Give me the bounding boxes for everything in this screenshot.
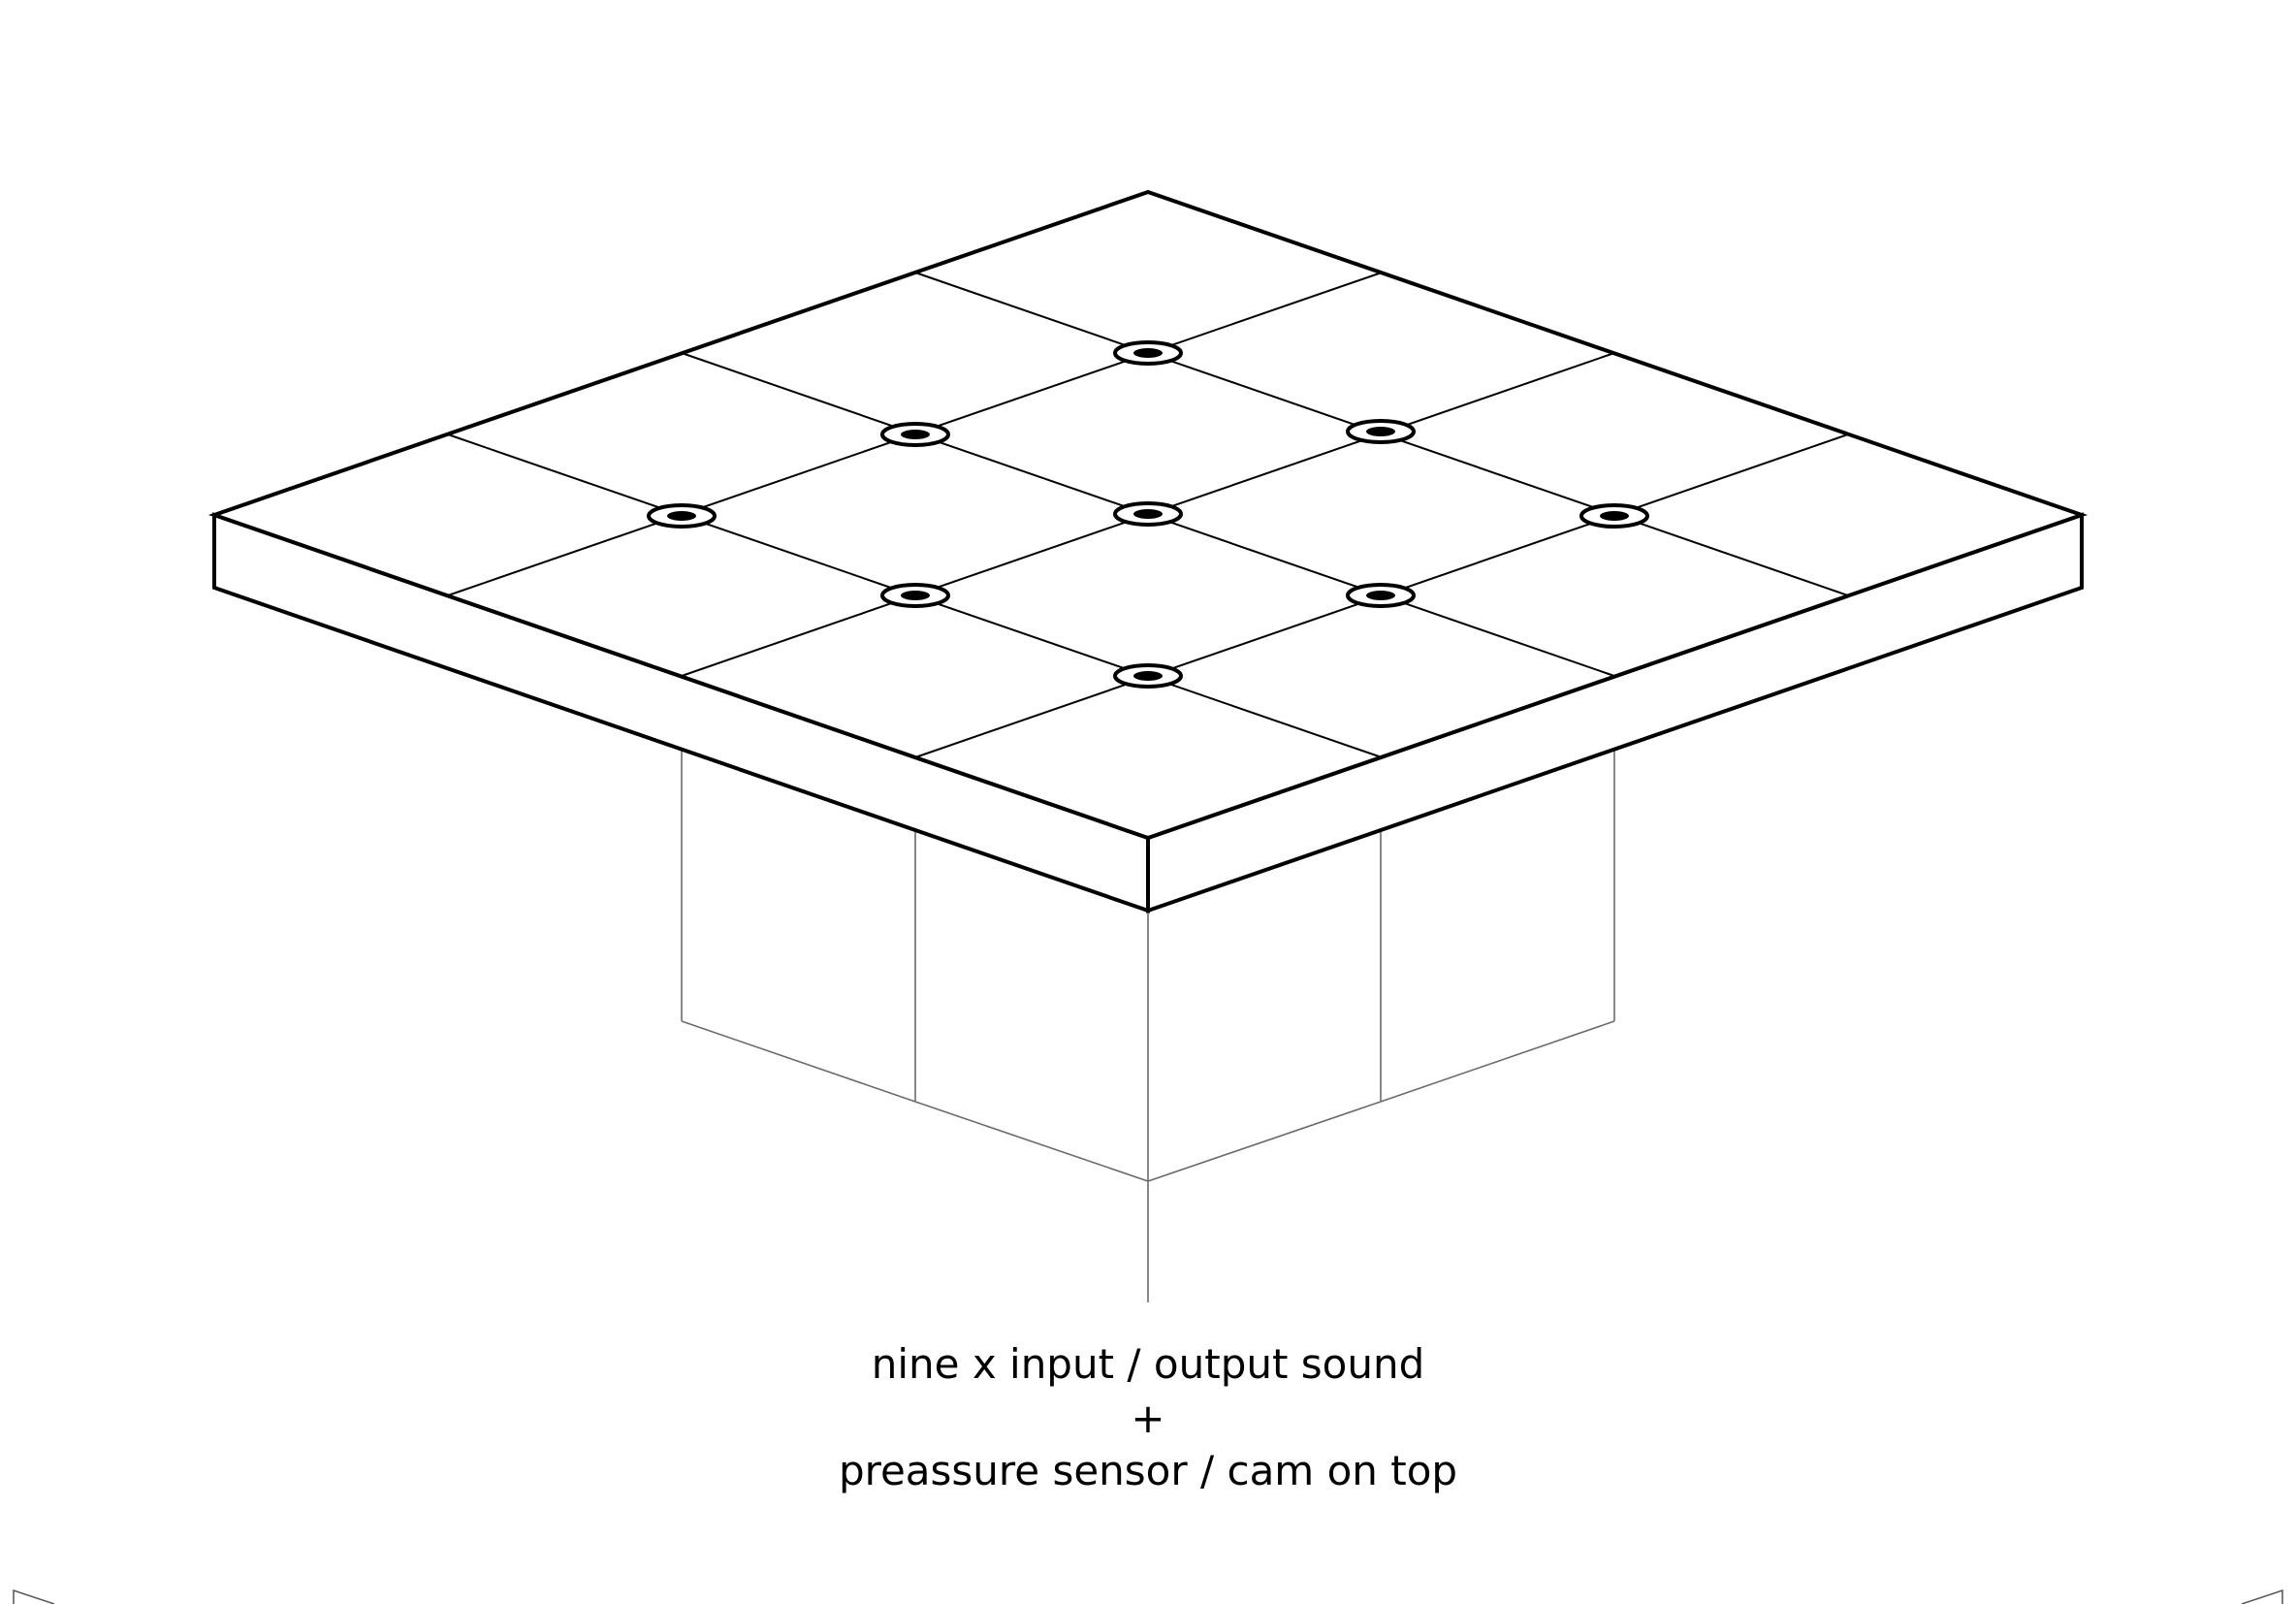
- sensor-ring-icon: [1346, 583, 1416, 608]
- sensor-ring-icon: [1579, 503, 1649, 529]
- corner-marks: [13, 1588, 2283, 1604]
- caption-plus: +: [1131, 1395, 1165, 1442]
- sensor-ring-icon: [1346, 419, 1416, 444]
- caption-line-3: preassure sensor / cam on top: [838, 1447, 1458, 1494]
- sensor-ring-icon: [1113, 501, 1183, 527]
- table-slab: [207, 189, 2089, 914]
- sensor-ring-icon: [1113, 340, 1183, 366]
- sensor-ring-icon: [1113, 663, 1183, 689]
- sensors: [647, 340, 1649, 689]
- sensor-ring-icon: [880, 422, 950, 447]
- sensor-ring-icon: [647, 503, 717, 529]
- caption-line-1: nine x input / output sound: [871, 1340, 1425, 1388]
- sensor-ring-icon: [880, 583, 950, 608]
